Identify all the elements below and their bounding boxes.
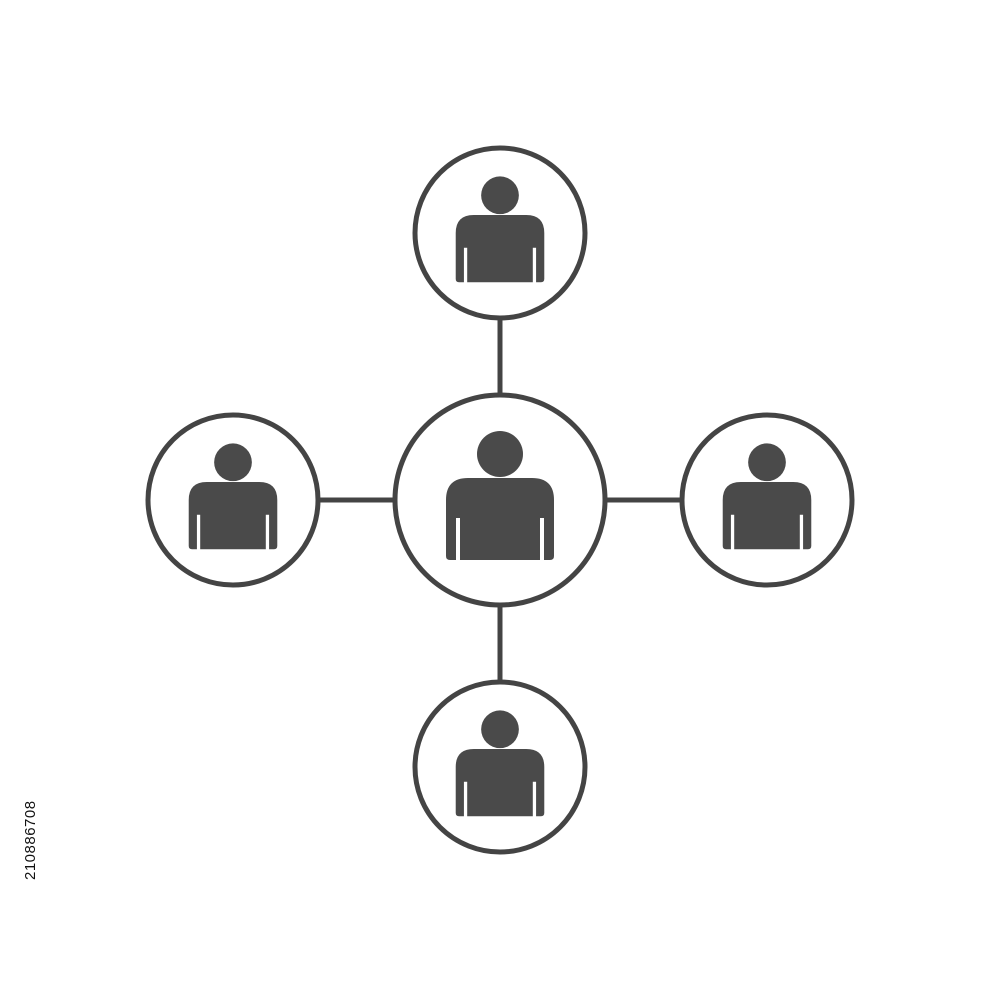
- node-bottom: [412, 679, 588, 855]
- person-body: [722, 481, 812, 550]
- person-body: [455, 214, 545, 283]
- person-body: [455, 748, 545, 817]
- node-top: [412, 145, 588, 321]
- person-head: [477, 431, 523, 477]
- node-right: [679, 412, 855, 588]
- person-nodes: [145, 145, 855, 855]
- person-icon: [455, 176, 545, 284]
- person-icon: [722, 443, 812, 551]
- connector-lines: [318, 318, 682, 682]
- node-center: [392, 392, 608, 608]
- person-head: [748, 443, 786, 482]
- person-body: [446, 478, 554, 560]
- person-icon: [188, 443, 278, 551]
- person-head: [214, 443, 252, 482]
- person-icon: [446, 431, 554, 562]
- stock-image-id: 210886708: [22, 800, 39, 880]
- person-body: [188, 481, 278, 550]
- person-head: [481, 710, 519, 749]
- person-head: [481, 176, 519, 215]
- person-icon: [455, 710, 545, 818]
- node-left: [145, 412, 321, 588]
